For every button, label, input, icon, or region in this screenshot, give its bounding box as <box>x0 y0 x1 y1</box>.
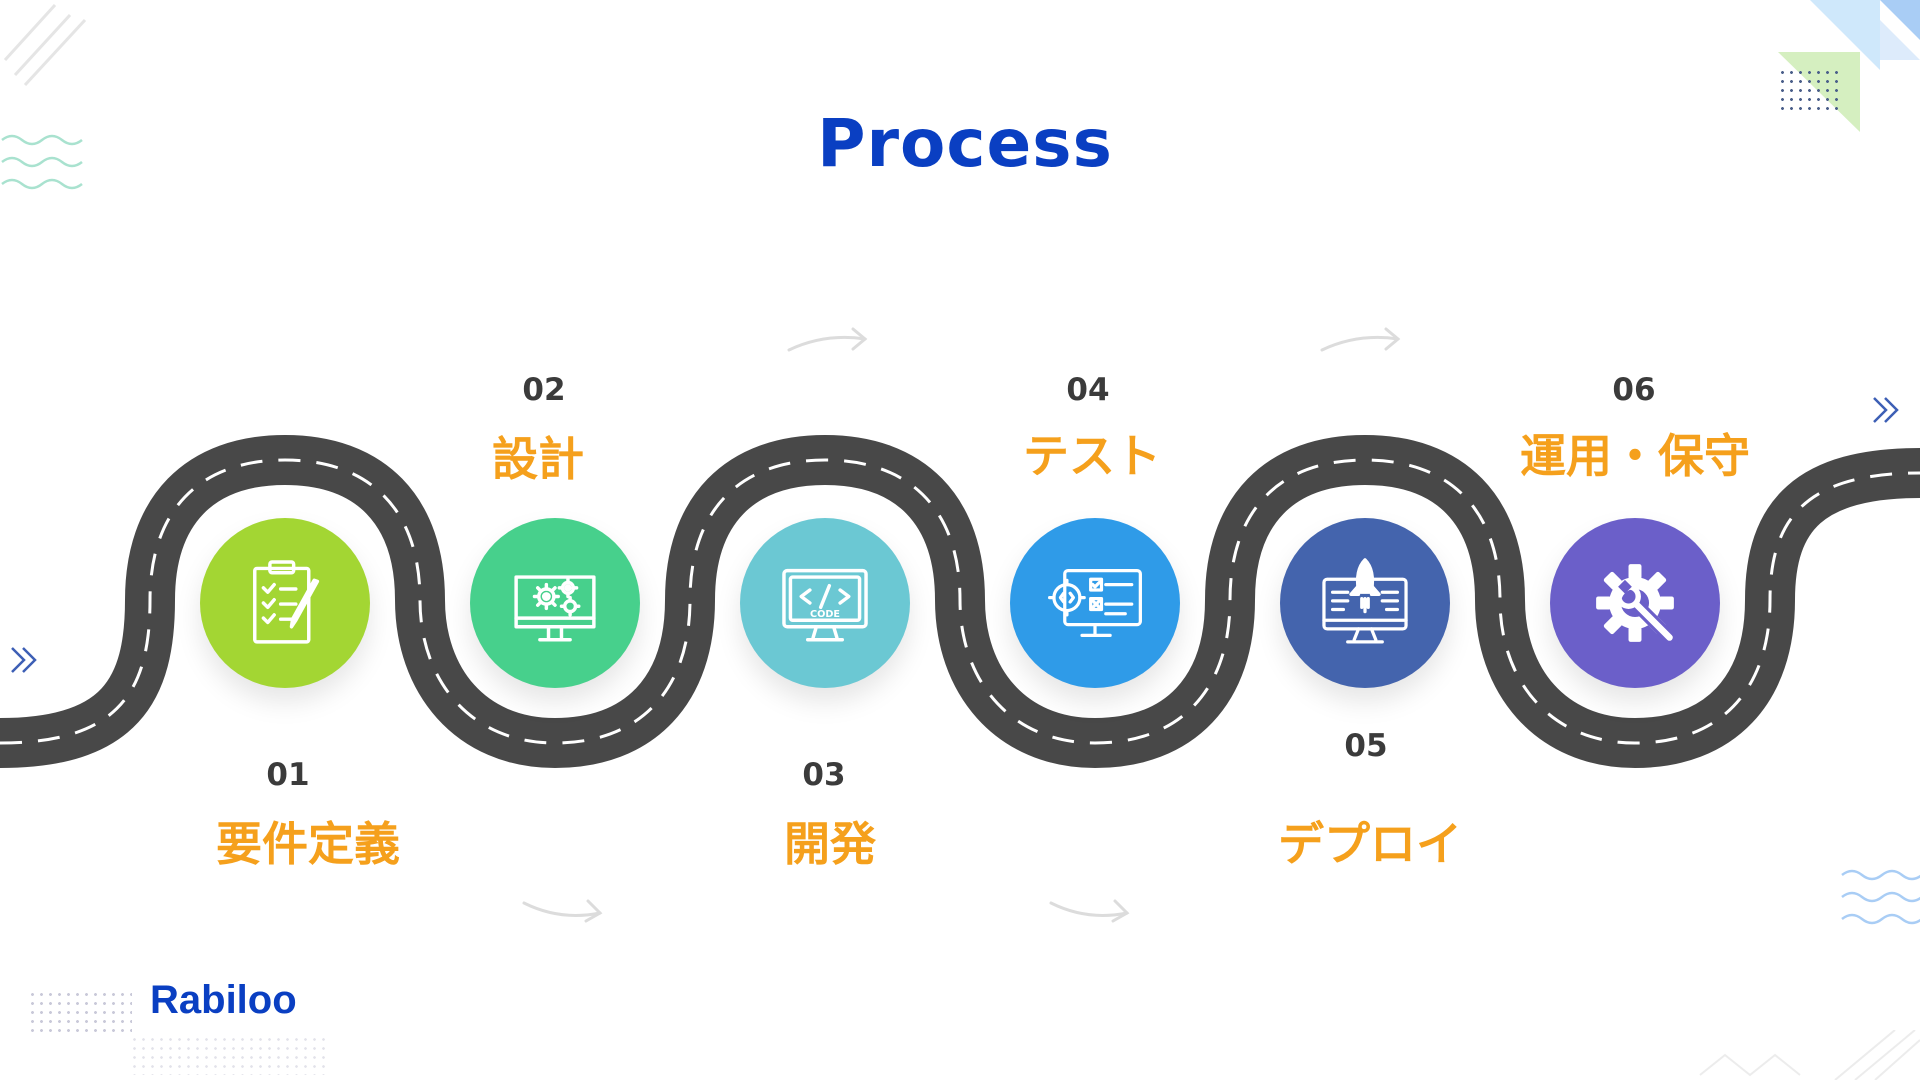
step-02-label: 設計 <box>492 432 584 486</box>
step-01-number: 01 <box>266 757 310 793</box>
code-monitor-icon: CODE <box>782 568 868 642</box>
step-04-number: 04 <box>1066 372 1110 408</box>
arrow-right-icon <box>787 327 868 352</box>
arrow-right-icon <box>1320 327 1401 352</box>
step-02-number: 02 <box>522 372 566 408</box>
step-06-number: 06 <box>1612 372 1656 408</box>
step-05-number: 05 <box>1344 728 1388 764</box>
step-06-label: 運用・保守 <box>1520 429 1750 483</box>
brand-logo: Rabiloo <box>150 978 297 1022</box>
step-02-circle <box>470 518 640 688</box>
arrow-right-icon <box>522 899 603 923</box>
step-03-circle: CODE <box>740 518 910 688</box>
step-01-circle <box>200 518 370 688</box>
decor-dots-bottom-left <box>28 990 132 1038</box>
decor-lines-bottom-right <box>1699 1030 1920 1080</box>
decor-dots-bottom-left-2 <box>130 1035 330 1075</box>
clipboard-checklist-icon <box>253 560 320 644</box>
step-03-label: 開発 <box>784 817 876 871</box>
step-04-circle <box>1010 518 1180 688</box>
decor-dots-top-right <box>1778 68 1844 110</box>
monitor-gears-icon <box>514 575 596 642</box>
step-01-label: 要件定義 <box>216 817 400 871</box>
step-05-circle <box>1280 518 1450 688</box>
arrow-right-icon <box>1049 899 1130 923</box>
decor-waves-top-left <box>1 134 83 190</box>
test-monitor-checklist-icon <box>1048 568 1142 638</box>
decor-scribble-top-left <box>3 3 87 87</box>
page-title: Process <box>817 105 1113 182</box>
step-04-label: テスト <box>1023 429 1161 483</box>
chevron-double-right-icon <box>1873 397 1899 423</box>
step-06-circle <box>1550 518 1720 688</box>
rocket-monitor-icon <box>1322 558 1408 644</box>
step-03-number: 03 <box>802 757 846 793</box>
decor-waves-bottom-right <box>1841 869 1920 925</box>
step-05-label: デプロイ <box>1278 817 1462 871</box>
chevron-double-right-icon <box>11 647 37 673</box>
gear-wrench-icon <box>1596 564 1679 647</box>
svg-text:CODE: CODE <box>810 609 840 620</box>
